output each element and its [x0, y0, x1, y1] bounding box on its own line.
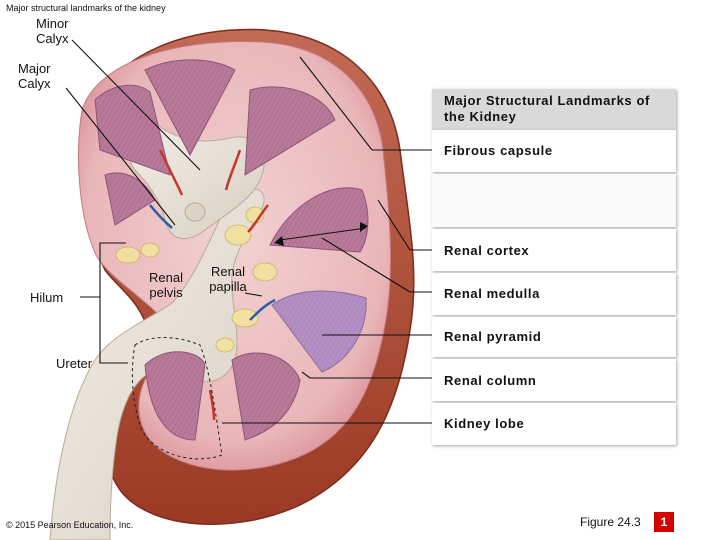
label-minor-calyx: Minor Calyx: [36, 16, 69, 46]
pyramid-6: [231, 352, 301, 441]
slide-number-badge: 1: [654, 512, 674, 532]
label-renal-papilla: Renal papilla: [209, 264, 247, 294]
panel-item-renal-pyramid: Renal pyramid: [444, 329, 542, 344]
label-major-calyx: Major Calyx: [18, 61, 51, 91]
panel-item-renal-cortex: Renal cortex: [444, 243, 530, 258]
pyramid-4: [269, 187, 369, 253]
label-ureter: Ureter: [56, 356, 93, 371]
label-hilum: Hilum: [30, 290, 64, 305]
panel-row-4: [432, 317, 676, 357]
blood-vessels: [149, 149, 276, 421]
panel-row-spacer: [432, 174, 676, 227]
panel-row-6: [432, 403, 676, 445]
panel-row-5: [432, 359, 676, 401]
renal-sinus-fat: [115, 206, 278, 353]
label-renal-pelvis: Renal pelvis: [149, 270, 183, 300]
panel-title-box: [432, 89, 676, 130]
panel-item-renal-medulla: Renal medulla: [444, 286, 540, 301]
panel-title: Major Structural Landmarks of the Kidney: [444, 93, 650, 124]
kidney-lobe-outline: [131, 337, 223, 460]
leader-lines: [65, 39, 432, 424]
panel-row-1: [432, 130, 676, 172]
slide-caption: Major structural landmarks of the kidney: [6, 3, 166, 13]
panel-item-renal-column: Renal column: [444, 373, 537, 388]
pyramid-5: [144, 351, 206, 441]
panel-item-fibrous-capsule: Fibrous capsule: [444, 143, 553, 158]
panel-item-kidney-lobe: Kidney lobe: [444, 416, 525, 431]
pyramid-2: [94, 84, 171, 176]
pyramid-highlight: [271, 290, 367, 373]
panel-row-2: [432, 229, 676, 271]
pyramid-3: [244, 86, 336, 176]
panel-row-3: [432, 273, 676, 315]
figure-number: Figure 24.3: [580, 515, 641, 529]
copyright-text: © 2015 Pearson Education, Inc.: [6, 520, 134, 530]
pyramid-1: [144, 59, 236, 157]
